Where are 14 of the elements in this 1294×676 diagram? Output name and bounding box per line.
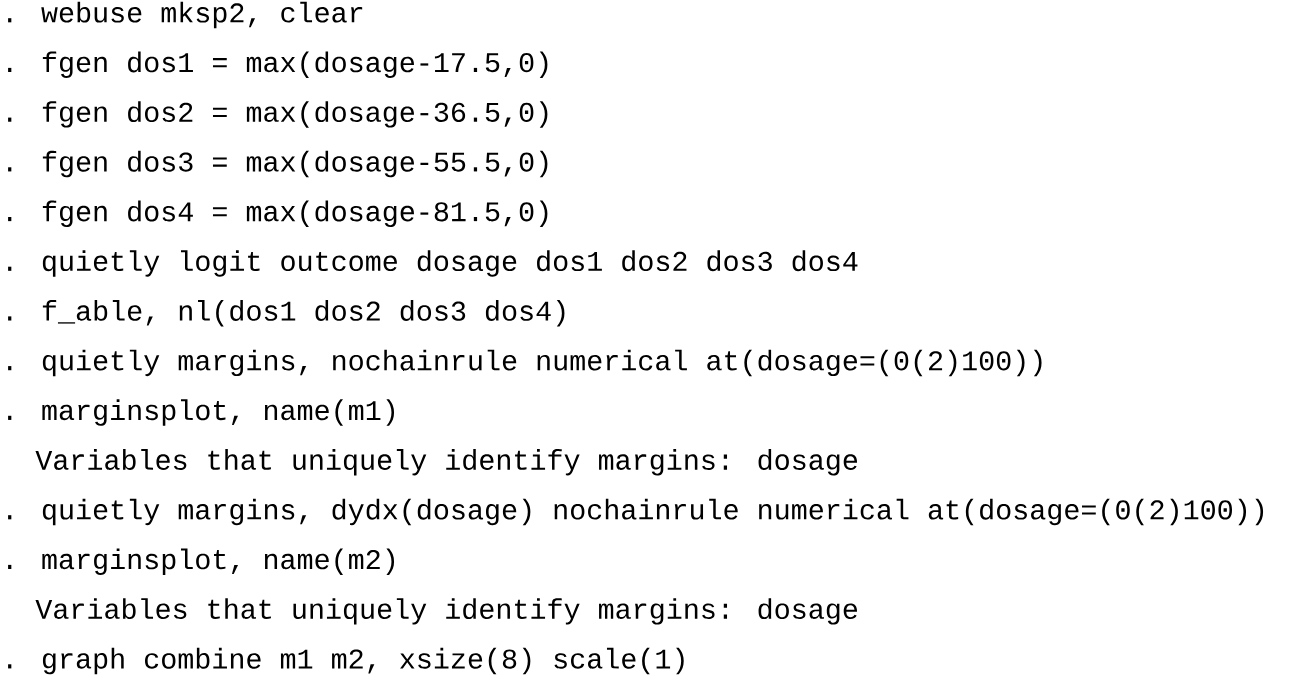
command-line: . f_able, nl(dos1 dos2 dos3 dos4) bbox=[8, 299, 565, 327]
output-line: Variables that uniquely identify margins: dosage bbox=[35, 598, 857, 625]
output-line: Variables that uniquely identify margins: dosage bbox=[35, 449, 857, 476]
command-line: . webuse mksp2, clear bbox=[8, 1, 363, 29]
command-line: . marginsplot, name(m1) bbox=[8, 399, 395, 426]
command-line: . quietly margins, nochainrule numerical at(dosage=(0(2)100)) bbox=[8, 349, 1042, 377]
command-line: . fgen dos4 = max(dosage-81.5,0) bbox=[8, 200, 548, 228]
command-line: . fgen dos1 = max(dosage-17.5,0) bbox=[8, 51, 548, 78]
command-line: . graph combine m1 m2, xsize(8) scale(1) bbox=[8, 647, 684, 675]
command-line: . fgen dos2 = max(dosage-36.5,0) bbox=[8, 101, 548, 128]
command-line: . fgen dos3 = max(dosage-55.5,0) bbox=[8, 150, 548, 178]
command-line: . quietly logit outcome dosage dos1 dos2 dos3 dos4 bbox=[8, 250, 858, 277]
command-line: . quietly margins, dydx(dosage) nochainrule numerical at(dosage=(0(2)100)) bbox=[8, 498, 1264, 526]
command-line: . marginsplot, name(m2) bbox=[8, 548, 395, 575]
